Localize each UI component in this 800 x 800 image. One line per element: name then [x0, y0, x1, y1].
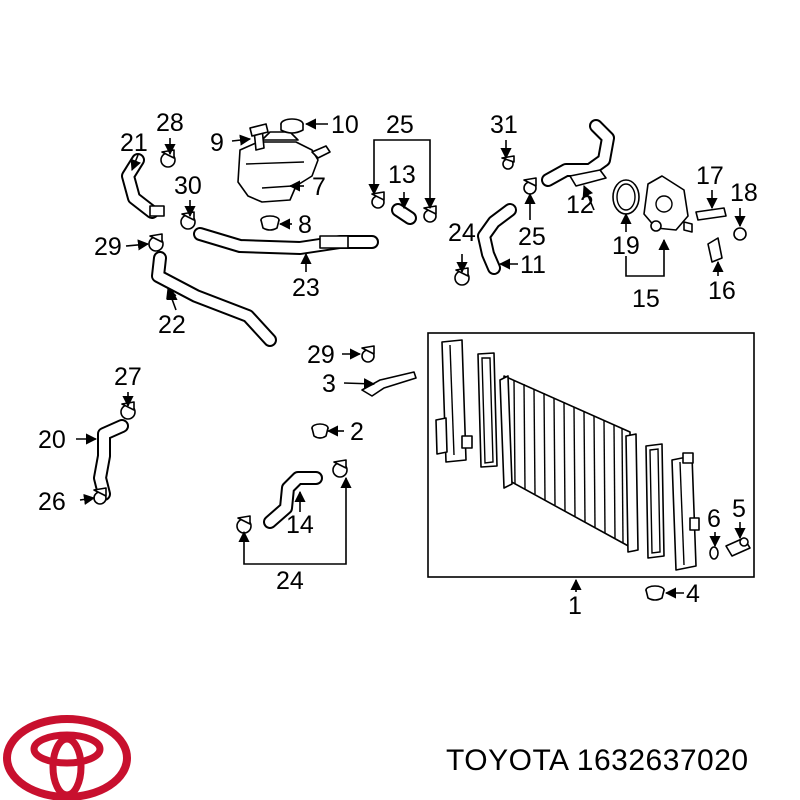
callout-13: 13 — [388, 161, 416, 189]
small-parts — [93, 118, 747, 601]
callout-25-top: 25 — [386, 111, 414, 139]
brand-name: TOYOTA — [446, 744, 568, 777]
callout-28: 28 — [156, 109, 184, 137]
radiator-assembly — [427, 332, 755, 578]
callout-1: 1 — [568, 592, 582, 620]
water-outlet — [612, 175, 693, 233]
part-caption: TOYOTA 1632637020 — [446, 744, 749, 778]
callout-16: 16 — [708, 277, 736, 305]
callout-21: 21 — [120, 129, 148, 157]
callout-22: 22 — [158, 311, 186, 339]
callout-27: 27 — [114, 363, 142, 391]
callout-7: 7 — [312, 173, 326, 201]
callout-31: 31 — [490, 111, 518, 139]
callout-12: 12 — [566, 191, 594, 219]
callout-14: 14 — [286, 511, 314, 539]
callout-30: 30 — [174, 172, 202, 200]
callout-8: 8 — [298, 211, 312, 239]
callout-24-right: 24 — [448, 219, 476, 247]
hoses — [93, 153, 517, 529]
callout-6: 6 — [707, 505, 721, 533]
callout-26: 26 — [38, 488, 66, 516]
callout-labels: 1 2 3 4 5 6 7 8 9 10 11 12 13 14 15 16 1… — [38, 109, 758, 620]
callout-5: 5 — [732, 495, 746, 523]
callout-25-right: 25 — [518, 223, 546, 251]
callout-29-mid: 29 — [307, 341, 335, 369]
water-pipe — [541, 119, 615, 187]
callout-24-bottom: 24 — [276, 567, 304, 595]
callout-18: 18 — [730, 179, 758, 207]
toyota-logo — [3, 715, 131, 800]
callout-19: 19 — [612, 232, 640, 260]
callout-29-left: 29 — [94, 233, 122, 261]
callout-2: 2 — [350, 418, 364, 446]
part-number: 1632637020 — [576, 744, 749, 777]
callout-20: 20 — [38, 426, 66, 454]
callout-3: 3 — [322, 370, 336, 398]
leader-lines — [76, 118, 746, 599]
callout-9: 9 — [210, 129, 224, 157]
callout-23: 23 — [292, 274, 320, 302]
callout-15: 15 — [632, 285, 660, 313]
callout-11: 11 — [520, 251, 546, 279]
reservoir-tank — [237, 131, 331, 203]
callout-10: 10 — [331, 111, 359, 139]
callout-17: 17 — [696, 162, 724, 190]
callout-4: 4 — [686, 580, 700, 608]
